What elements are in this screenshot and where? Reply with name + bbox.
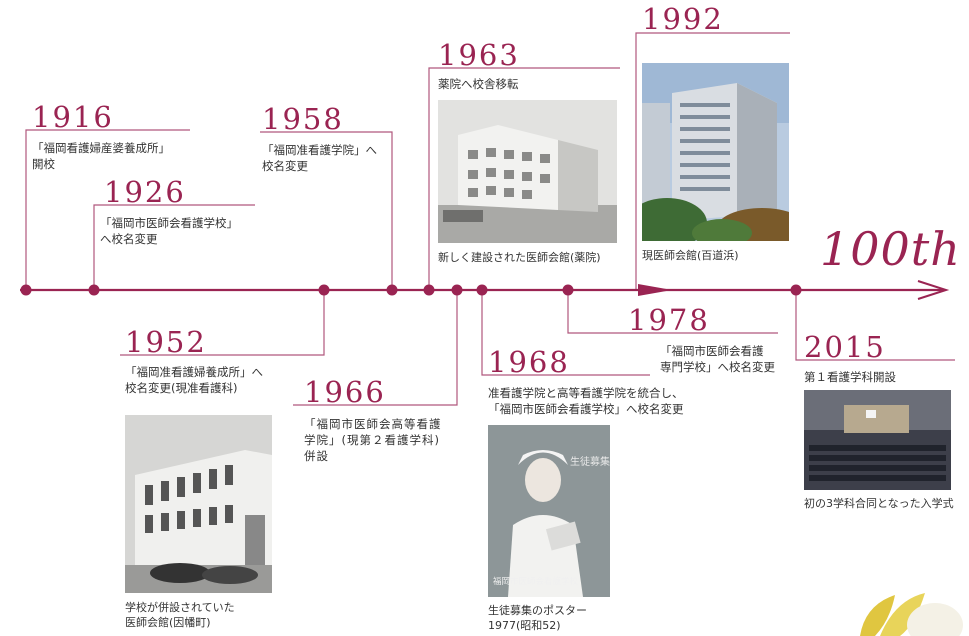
caption-entrance-ceremony: 初の3学科合同となった入学式 — [804, 496, 954, 511]
anniversary-mark: 100th — [820, 222, 961, 276]
year-1963: 1963 — [438, 38, 520, 72]
year-2015: 2015 — [804, 330, 886, 364]
year-1968: 1968 — [488, 345, 570, 379]
corner-illustration — [860, 593, 963, 636]
milestone-1963-text: 薬院へ校舎移転 — [438, 76, 519, 92]
line: へ校名変更 — [100, 232, 158, 246]
line: 初の3学科合同となった入学式 — [804, 497, 954, 510]
mid-arrow — [638, 284, 672, 296]
line: 「福岡市医師会高等看護 — [304, 417, 442, 431]
year-1926: 1926 — [104, 175, 186, 209]
line: 「福岡看護婦産婆養成所」 — [32, 141, 170, 155]
year-1992: 1992 — [642, 2, 724, 36]
photo-entrance-ceremony — [804, 390, 951, 490]
year-1966: 1966 — [304, 375, 386, 409]
line: 専門学校」へ校名変更 — [660, 360, 775, 374]
milestone-1966-text: 「福岡市医師会高等看護 学院」(現第２看護学科) 併設 — [304, 416, 442, 464]
line: 校名変更 — [262, 159, 308, 173]
line: 医師会館(因幡町) — [125, 616, 211, 629]
milestone-1958-text: 「福岡准看護学院」へ 校名変更 — [262, 142, 377, 174]
line: 1977(昭和52) — [488, 619, 561, 632]
line: 新しく建設された医師会館(薬院) — [438, 251, 601, 264]
line: 併設 — [304, 449, 329, 463]
poster-recruit-text: 生徒募集 — [570, 457, 610, 468]
poster-school-text: 福岡市医師会看護学校 — [493, 577, 579, 587]
photo-school-building — [125, 415, 272, 593]
line: 現医師会館(百道浜) — [642, 249, 739, 262]
line: 「福岡市医師会看護 — [660, 344, 764, 358]
caption-poster: 生徒募集のポスター 1977(昭和52) — [488, 603, 587, 633]
line: 「福岡准看護学院」へ — [262, 143, 377, 157]
milestone-1926-text: 「福岡市医師会看護学校」 へ校名変更 — [100, 215, 238, 247]
milestone-1952-text: 「福岡准看護婦養成所」へ 校名変更(現准看護科) — [125, 364, 263, 396]
line: 「福岡市医師会看護学校」 — [100, 216, 238, 230]
milestone-1978-text: 「福岡市医師会看護 専門学校」へ校名変更 — [660, 343, 775, 375]
milestone-1968-text: 准看護学院と高等看護学院を統合し、 「福岡市医師会看護学校」へ校名変更 — [488, 385, 684, 417]
line: 「福岡准看護婦養成所」へ — [125, 365, 263, 379]
caption-yakuin-hall: 新しく建設された医師会館(薬院) — [438, 250, 601, 265]
milestone-2015-text: 第１看護学科開設 — [804, 369, 896, 385]
line: 開校 — [32, 157, 55, 171]
end-arrow — [917, 280, 950, 300]
photo-momochi-hall — [642, 63, 789, 241]
photo-yakuin-hall — [438, 100, 617, 243]
milestone-1916-text: 「福岡看護婦産婆養成所」 開校 — [32, 140, 170, 172]
year-1978: 1978 — [628, 303, 710, 337]
year-1916: 1916 — [32, 100, 114, 134]
line: 薬院へ校舎移転 — [438, 77, 519, 91]
timeline-dots — [20, 284, 802, 296]
line: 学院」(現第２看護学科) — [304, 433, 440, 447]
line: 校名変更(現准看護科) — [125, 381, 238, 395]
year-1958: 1958 — [262, 102, 344, 136]
line: 「福岡市医師会看護学校」へ校名変更 — [488, 402, 684, 416]
photo-recruit-poster: 生徒募集 福岡市医師会看護学校 — [488, 425, 610, 597]
line: 学校が併設されていた — [125, 601, 235, 614]
caption-school-building: 学校が併設されていた 医師会館(因幡町) — [125, 600, 235, 630]
line: 准看護学院と高等看護学院を統合し、 — [488, 386, 684, 400]
line: 生徒募集のポスター — [488, 604, 587, 617]
line: 第１看護学科開設 — [804, 370, 896, 384]
year-1952: 1952 — [125, 325, 207, 359]
caption-momochi-hall: 現医師会館(百道浜) — [642, 248, 739, 263]
